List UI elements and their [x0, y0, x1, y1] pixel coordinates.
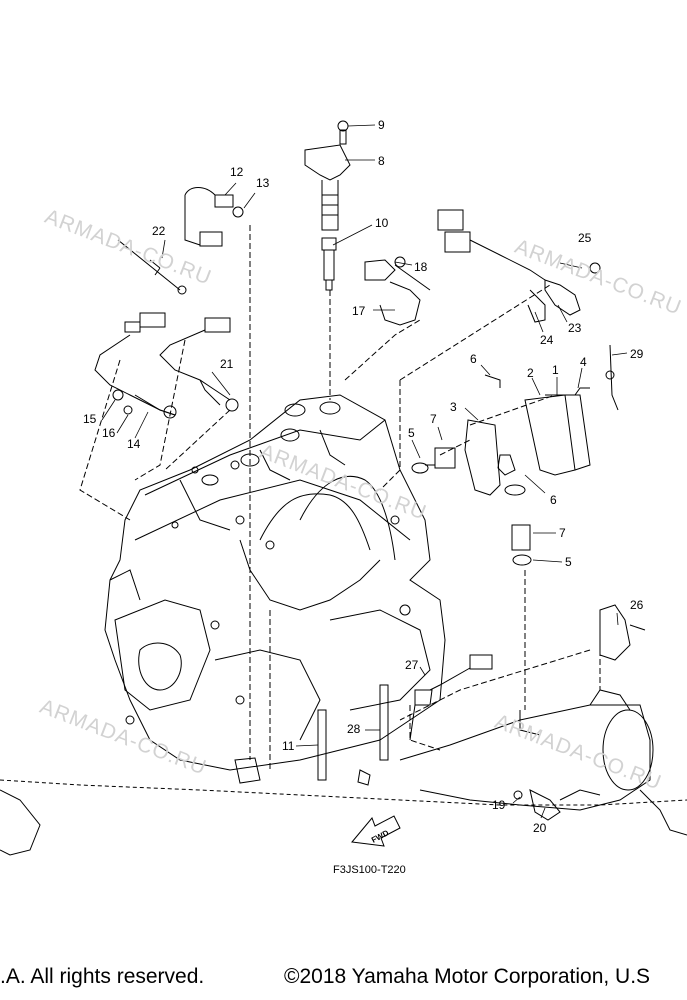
part-number-19: 19	[492, 798, 506, 812]
part-number-10: 10	[375, 216, 389, 230]
footer-copyright-left: .A. All rights reserved.	[0, 965, 205, 988]
label-leaders	[101, 124, 628, 819]
part-sensor-12	[184, 187, 244, 247]
part-ignition-coil	[304, 120, 351, 231]
part-number-15: 15	[83, 412, 97, 426]
part-number-11: 11	[282, 739, 295, 753]
part-number-27: 27	[405, 658, 419, 672]
part-sensor-22	[117, 239, 187, 295]
part-hull-strip	[0, 779, 687, 856]
part-number-21: 21	[220, 357, 234, 371]
part-sensor-17	[364, 256, 431, 326]
part-number-22: 22	[152, 224, 166, 238]
part-number-16: 16	[102, 426, 116, 440]
part-exhaust-pipe	[399, 689, 654, 821]
part-number-29: 29	[630, 347, 644, 361]
fwd-arrow	[351, 815, 401, 847]
part-number-9: 9	[378, 118, 385, 132]
part-number-25: 25	[578, 231, 592, 245]
part-number-28: 28	[347, 722, 361, 736]
part-engine-mount	[234, 757, 261, 784]
part-19	[357, 769, 523, 800]
part-26-bracket	[599, 604, 646, 661]
part-throttle-body-assembly	[464, 374, 591, 496]
part-number-4: 4	[580, 355, 587, 369]
engine-block	[104, 394, 446, 771]
part-number-14: 14	[127, 437, 141, 451]
part-number-13: 13	[256, 176, 270, 190]
part-number-5: 5	[565, 555, 572, 569]
part-harness-left	[94, 312, 239, 419]
part-number-23: 23	[568, 321, 582, 335]
part-number-18: 18	[414, 260, 428, 274]
footer-copyright-right: ©2018 Yamaha Motor Corporation, U.S	[284, 965, 651, 988]
part-number-5: 5	[408, 426, 415, 440]
part-number-1: 1	[552, 363, 559, 377]
part-spark-plug	[321, 237, 337, 291]
part-harness-right	[437, 209, 601, 323]
part-number-2: 2	[527, 366, 534, 380]
diagram-code: F3JS100-T220	[333, 864, 406, 876]
part-grommets	[411, 447, 532, 566]
part-number-24: 24	[540, 333, 554, 347]
part-number-20: 20	[533, 821, 547, 835]
leader-lines	[79, 225, 601, 770]
part-number-26: 26	[630, 598, 644, 612]
part-number-7: 7	[559, 526, 566, 540]
part-number-17: 17	[352, 304, 366, 318]
part-number-6: 6	[550, 493, 557, 507]
part-number-8: 8	[378, 154, 385, 168]
part-number-6: 6	[470, 352, 477, 366]
part-number-12: 12	[230, 165, 244, 179]
part-sensor-27	[409, 654, 493, 741]
part-number-3: 3	[450, 400, 457, 414]
part-number-7: 7	[430, 412, 437, 426]
